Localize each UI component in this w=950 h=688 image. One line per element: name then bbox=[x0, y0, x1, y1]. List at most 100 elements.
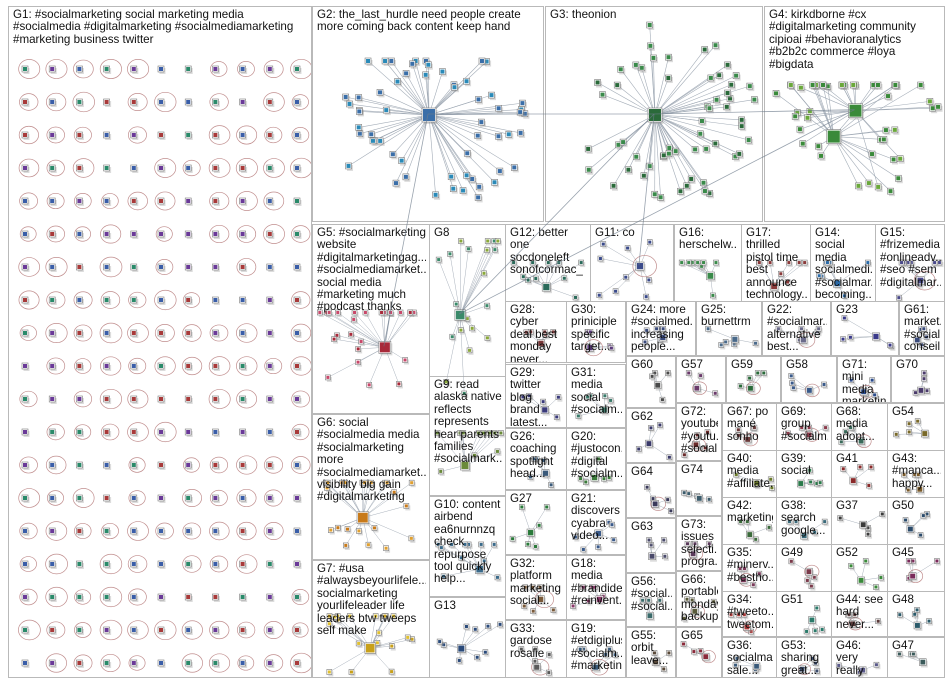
cluster-g55[interactable]: G55: orbit leave... bbox=[626, 627, 676, 678]
cluster-g68[interactable]: G68: media adopt... bbox=[831, 403, 888, 451]
cluster-g70[interactable]: G70 bbox=[891, 356, 945, 403]
cluster-g66[interactable]: G66: portable monday backup... bbox=[676, 571, 722, 627]
cluster-g6[interactable]: G6: social #socialmedia media #socialmar… bbox=[312, 414, 430, 560]
vertex-node bbox=[473, 627, 480, 634]
cluster-g23[interactable]: G23 bbox=[831, 301, 899, 356]
vertex-node bbox=[652, 191, 660, 199]
cluster-g43[interactable]: G43: #manca... happy... bbox=[887, 450, 945, 498]
cluster-g27[interactable]: G27 bbox=[505, 490, 567, 555]
cluster-g59[interactable]: G59 bbox=[726, 356, 781, 403]
cluster-g11-nodes bbox=[591, 225, 674, 303]
vertex-node bbox=[666, 650, 673, 657]
vertex-node bbox=[556, 395, 563, 402]
cluster-g5[interactable]: G5: #socialmarketing website #digitalmar… bbox=[312, 224, 430, 414]
cluster-g4[interactable]: G4: kirkdborne #cx #digitalmarketing com… bbox=[764, 6, 945, 222]
vertex-node bbox=[158, 231, 166, 239]
vertex-node bbox=[104, 330, 112, 338]
cluster-g46[interactable]: G46: very really funny bbox=[831, 637, 888, 678]
cluster-g17[interactable]: G17: thrilled pistol time best announce … bbox=[741, 224, 811, 303]
cluster-g13[interactable]: G13 bbox=[429, 597, 506, 678]
cluster-g26[interactable]: G26: coaching spotlight head... bbox=[505, 428, 567, 490]
cluster-g32[interactable]: G32: platform marketing social... bbox=[505, 555, 567, 620]
hub-node bbox=[460, 461, 471, 472]
cluster-g65[interactable]: G65 bbox=[676, 627, 722, 678]
cluster-g7[interactable]: G7: #usa #alwaysbeyourlifele... socialma… bbox=[312, 560, 430, 678]
cluster-g60[interactable]: G60 bbox=[626, 356, 676, 408]
cluster-g39[interactable]: G39: social bbox=[776, 450, 832, 498]
vertex-node bbox=[738, 519, 745, 526]
vertex-node bbox=[240, 528, 248, 536]
vertex-node bbox=[436, 257, 443, 264]
cluster-g11[interactable]: G11: co bbox=[590, 224, 674, 303]
cluster-g45[interactable]: G45 bbox=[887, 544, 945, 592]
cluster-g61[interactable]: G61: market... #social... conseil... bbox=[899, 301, 945, 356]
vertex-node bbox=[439, 545, 446, 552]
cluster-g40[interactable]: G40: media #affiliate... bbox=[722, 450, 777, 498]
cluster-g1[interactable]: G1: #socialmarketing social marketing me… bbox=[8, 6, 312, 678]
cluster-g19[interactable]: G19: #etdigiplus #socialm... #marketin..… bbox=[566, 620, 626, 678]
vertex-node bbox=[212, 627, 220, 635]
cluster-g64[interactable]: G64 bbox=[626, 463, 676, 518]
cluster-g58[interactable]: G58 bbox=[781, 356, 837, 403]
cluster-g33[interactable]: G33: gardose rosalie bbox=[505, 620, 567, 678]
vertex-node bbox=[934, 559, 941, 566]
cluster-g47[interactable]: G47 bbox=[887, 637, 945, 678]
cluster-g44[interactable]: G44: see hard never... bbox=[831, 591, 888, 637]
vertex-node bbox=[702, 188, 710, 196]
vertex-node bbox=[185, 264, 193, 272]
cluster-g14[interactable]: G14: social media socialmedi... #socialm… bbox=[810, 224, 876, 303]
cluster-g56[interactable]: G56: #social... #social... bbox=[626, 573, 676, 627]
cluster-g63[interactable]: G63 bbox=[626, 518, 676, 573]
cluster-g20[interactable]: G20: #justocon... #digital #socialm... bbox=[566, 428, 626, 490]
vertex-node bbox=[874, 662, 881, 669]
cluster-g57[interactable]: G57 bbox=[676, 356, 726, 403]
vertex-node bbox=[158, 495, 166, 503]
cluster-g30[interactable]: G30: priniciple specific target... bbox=[566, 301, 626, 363]
vertex-node bbox=[240, 198, 248, 206]
vertex-node bbox=[870, 378, 877, 385]
cluster-g28[interactable]: G28: cyber deal best monday never... bbox=[505, 301, 567, 363]
cluster-g24[interactable]: G24: more #socialmed... increasing peopl… bbox=[626, 301, 696, 356]
cluster-g42[interactable]: G42: marketing bbox=[722, 497, 777, 545]
cluster-g18[interactable]: G18: media #brandide... #reinvent... bbox=[566, 555, 626, 620]
cluster-g52[interactable]: G52 bbox=[831, 544, 888, 592]
cluster-g74[interactable]: G74 bbox=[676, 461, 722, 516]
cluster-g9[interactable]: G9: read alaska native reflects represen… bbox=[429, 376, 506, 496]
cluster-g73[interactable]: G73: issues selecti... progra... bbox=[676, 516, 722, 571]
cluster-g34[interactable]: G34: #tweeto... tweetom... bbox=[722, 591, 777, 637]
cluster-g48[interactable]: G48 bbox=[887, 591, 945, 637]
cluster-g67[interactable]: G67: po mané sonho bbox=[722, 403, 777, 451]
hub-node bbox=[533, 664, 542, 673]
cluster-g62[interactable]: G62 bbox=[626, 408, 676, 463]
cluster-g50[interactable]: G50 bbox=[887, 497, 945, 545]
cluster-g31[interactable]: G31: media social #socialm... bbox=[566, 364, 626, 428]
vertex-node bbox=[356, 346, 363, 353]
cluster-g29[interactable]: G29: twitter blog brand latest... bbox=[505, 364, 567, 428]
cluster-g16[interactable]: G16: herschelw... bbox=[674, 224, 742, 303]
cluster-g51[interactable]: G51 bbox=[776, 591, 832, 637]
cluster-g3[interactable]: G3: theonion bbox=[545, 6, 763, 222]
vertex-node bbox=[104, 165, 112, 173]
cluster-g21[interactable]: G21: discovers cyabra video... bbox=[566, 490, 626, 555]
cluster-g10[interactable]: G10: content airbend ea6nurnnzq check re… bbox=[429, 496, 506, 597]
cluster-g38[interactable]: G38: search google... bbox=[776, 497, 832, 545]
cluster-g41[interactable]: G41 bbox=[831, 450, 888, 498]
cluster-g37[interactable]: G37 bbox=[831, 497, 888, 545]
cluster-g36[interactable]: G36: socialma... sale... bbox=[722, 637, 777, 678]
cluster-g53[interactable]: G53: sharing great... bbox=[776, 637, 832, 678]
vertex-node bbox=[22, 264, 30, 272]
cluster-g12[interactable]: G12: better one socdoneleft sonofcormac_ bbox=[505, 224, 591, 303]
cluster-g72[interactable]: G72: youtube #youtu... #social... bbox=[676, 403, 722, 461]
vertex-node bbox=[240, 396, 248, 404]
cluster-g49[interactable]: G49 bbox=[776, 544, 832, 592]
cluster-g54[interactable]: G54 bbox=[887, 403, 945, 451]
cluster-g15[interactable]: G15: #frizemedia #onlineadv... #seo #sem… bbox=[875, 224, 945, 303]
cluster-g35[interactable]: G35: #minerv... #bestho... bbox=[722, 544, 777, 592]
vertex-node bbox=[49, 528, 57, 536]
cluster-g2[interactable]: G2: the_last_hurdle need people create m… bbox=[312, 6, 544, 222]
cluster-g69[interactable]: G69: group #socialm... bbox=[776, 403, 832, 451]
vertex-node bbox=[519, 505, 526, 512]
cluster-g71[interactable]: G71: mini media marketin... bbox=[837, 356, 891, 403]
cluster-g25[interactable]: G25: burnettrm bbox=[696, 301, 762, 356]
cluster-g22[interactable]: G22: #socialmar... alternative best... bbox=[762, 301, 831, 356]
